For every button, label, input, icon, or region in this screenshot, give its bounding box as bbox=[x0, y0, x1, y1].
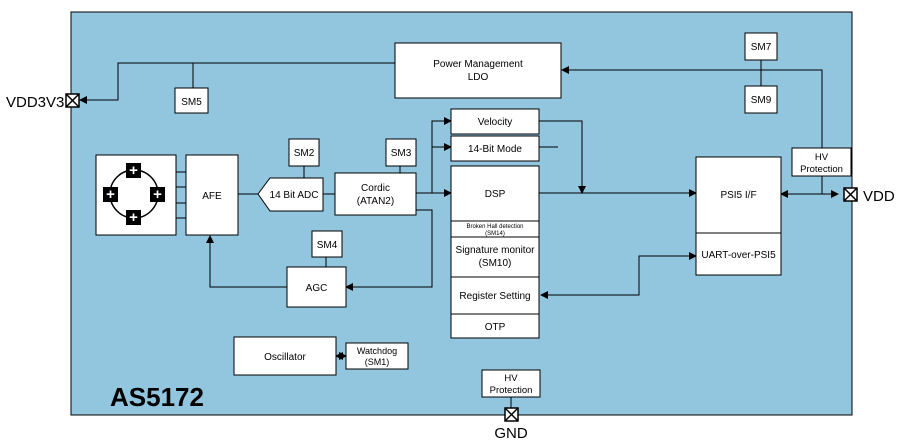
sm1-label: (SM1) bbox=[365, 357, 390, 367]
hall-element-right: + bbox=[150, 186, 165, 203]
vdd3v3-pin bbox=[65, 93, 80, 108]
wire-ldo-vdd3v3 bbox=[79, 62, 395, 104]
sm2-block: SM2 bbox=[288, 138, 320, 167]
wire-vdd-ldo bbox=[561, 66, 823, 148]
uart-over-psi5-label: UART-over-PSI5 bbox=[701, 250, 776, 261]
sm3-label: SM3 bbox=[391, 148, 412, 159]
adc-label: 14 Bit ADC bbox=[270, 190, 319, 201]
cordic-block: Cordic (ATAN2) bbox=[334, 172, 417, 216]
hv-protection-gnd-block: HV Protection bbox=[481, 369, 541, 398]
sm3-block: SM3 bbox=[385, 138, 417, 167]
velocity-label: Velocity bbox=[478, 117, 512, 128]
register-setting-label: Register Setting bbox=[459, 291, 530, 302]
afe-block: AFE bbox=[185, 154, 239, 236]
protection-gnd-label: Protection bbox=[490, 385, 533, 396]
wire-uart-register bbox=[540, 252, 697, 299]
velocity-block: Velocity bbox=[450, 108, 540, 135]
afe-label: AFE bbox=[202, 191, 222, 202]
mode14-block: 14-Bit Mode bbox=[450, 135, 540, 162]
protection-vdd-label: Protection bbox=[800, 164, 843, 175]
wire-velocity-bus bbox=[539, 120, 586, 194]
hall-plus-top: + bbox=[129, 162, 138, 179]
hall-element-top: + bbox=[126, 162, 141, 179]
chip-name: AS5172 bbox=[110, 382, 204, 412]
vdd3v3-label: VDD3V3 bbox=[6, 94, 64, 111]
agc-label: AGC bbox=[306, 283, 328, 294]
oscillator-block: Oscillator bbox=[233, 336, 337, 376]
psi5-if-label: PSI5 I/F bbox=[720, 190, 756, 201]
sm7-block: SM7 bbox=[744, 32, 778, 61]
oscillator-label: Oscillator bbox=[264, 352, 306, 363]
sm7-label: SM7 bbox=[751, 42, 772, 53]
wire-agc-afe bbox=[206, 235, 287, 288]
sm9-block: SM9 bbox=[744, 85, 778, 114]
sm4-label: SM4 bbox=[317, 240, 338, 251]
cordic-label: Cordic bbox=[361, 183, 390, 194]
mode14-label: 14-Bit Mode bbox=[468, 144, 522, 155]
hv-vdd-label: HV bbox=[815, 152, 829, 163]
sm14-label: (SM14) bbox=[485, 231, 505, 237]
watchdog-block: Watchdog (SM1) bbox=[345, 342, 409, 370]
hv-protection-vdd-block: HV Protection bbox=[791, 147, 852, 177]
sm5-block: SM5 bbox=[174, 87, 209, 114]
power-management-block: Power Management LDO bbox=[394, 42, 562, 99]
dsp-stack: DSP Broken Hall detection (SM14) Signatu… bbox=[450, 165, 540, 339]
hall-plus-left: + bbox=[106, 186, 115, 203]
atan2-label: (ATAN2) bbox=[357, 196, 394, 207]
gnd-pin bbox=[504, 407, 519, 422]
wire-cordic-velocity bbox=[431, 117, 452, 193]
sm4-block: SM4 bbox=[311, 230, 343, 258]
watchdog-label: Watchdog bbox=[357, 346, 397, 356]
hall-element-bottom: + bbox=[126, 209, 141, 226]
wire-cordic-agc bbox=[345, 209, 433, 291]
vdd-label: VDD bbox=[863, 188, 895, 205]
sm10-label: (SM10) bbox=[479, 258, 512, 269]
hall-plus-bottom: + bbox=[129, 209, 138, 226]
vdd-pin bbox=[843, 187, 858, 202]
sm9-label: SM9 bbox=[751, 95, 772, 106]
hv-gnd-label: HV bbox=[504, 373, 518, 384]
broken-hall-label: Broken Hall detection bbox=[466, 224, 523, 230]
gnd-label: GND bbox=[494, 425, 528, 442]
hall-sensor-array: + + + + bbox=[95, 154, 177, 236]
sm2-label: SM2 bbox=[294, 148, 315, 159]
hall-plus-right: + bbox=[153, 186, 162, 203]
ldo-label: LDO bbox=[468, 72, 489, 83]
dsp-label: DSP bbox=[485, 189, 506, 200]
signature-monitor-label: Signature monitor bbox=[456, 245, 536, 256]
power-management-label: Power Management bbox=[433, 59, 523, 70]
agc-block: AGC bbox=[286, 266, 347, 308]
adc-block: 14 Bit ADC bbox=[257, 177, 324, 212]
sm5-label: SM5 bbox=[181, 97, 202, 108]
psi5-block: PSI5 I/F UART-over-PSI5 bbox=[695, 156, 782, 276]
hall-element-left: + bbox=[103, 186, 118, 203]
otp-label: OTP bbox=[485, 322, 506, 333]
